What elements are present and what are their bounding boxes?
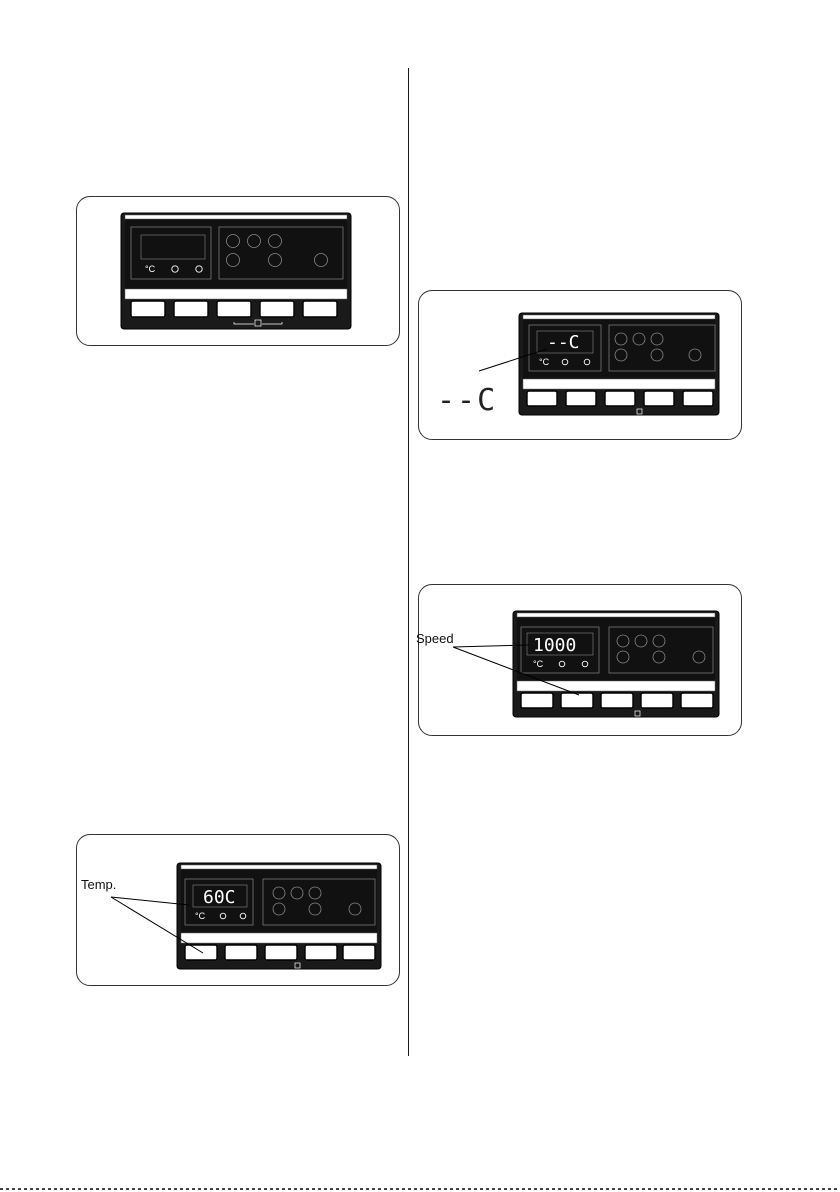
appliance-panel: °C: [121, 213, 351, 329]
lcd-readout: 1000: [533, 635, 576, 656]
control-panel-figure-blank: °C: [76, 196, 400, 346]
control-panel-illustration: 1000 °C: [419, 585, 743, 737]
appliance-panel: 1000 °C: [513, 611, 719, 717]
control-panel-illustration: 60C °C: [77, 835, 401, 987]
lcd-readout: 60C: [203, 887, 236, 908]
speed-callout-label: Speed: [416, 631, 454, 646]
svg-text:°C: °C: [539, 357, 550, 367]
celsius-label: °C: [145, 264, 156, 274]
control-panel-illustration: --C °C: [419, 291, 743, 441]
control-panel-illustration: °C: [77, 197, 401, 347]
control-panel-figure-speed: 1000 °C Speed: [418, 584, 742, 736]
lcd-screen: [141, 235, 205, 259]
temp-callout-label: Temp.: [81, 877, 116, 892]
page-bottom-dashed-rule: [0, 1188, 840, 1190]
column-divider: [408, 68, 409, 1056]
appliance-panel: 60C °C: [177, 863, 381, 969]
control-panel-figure-temp: 60C °C Temp.: [76, 834, 400, 986]
lcd-readout: --C: [547, 332, 580, 353]
control-panel-figure-dashes: --C °C --C: [418, 290, 742, 440]
svg-text:°C: °C: [533, 659, 544, 669]
appliance-panel: --C °C: [519, 313, 719, 415]
outside-readout: --C: [437, 383, 497, 418]
svg-text:°C: °C: [195, 911, 206, 921]
